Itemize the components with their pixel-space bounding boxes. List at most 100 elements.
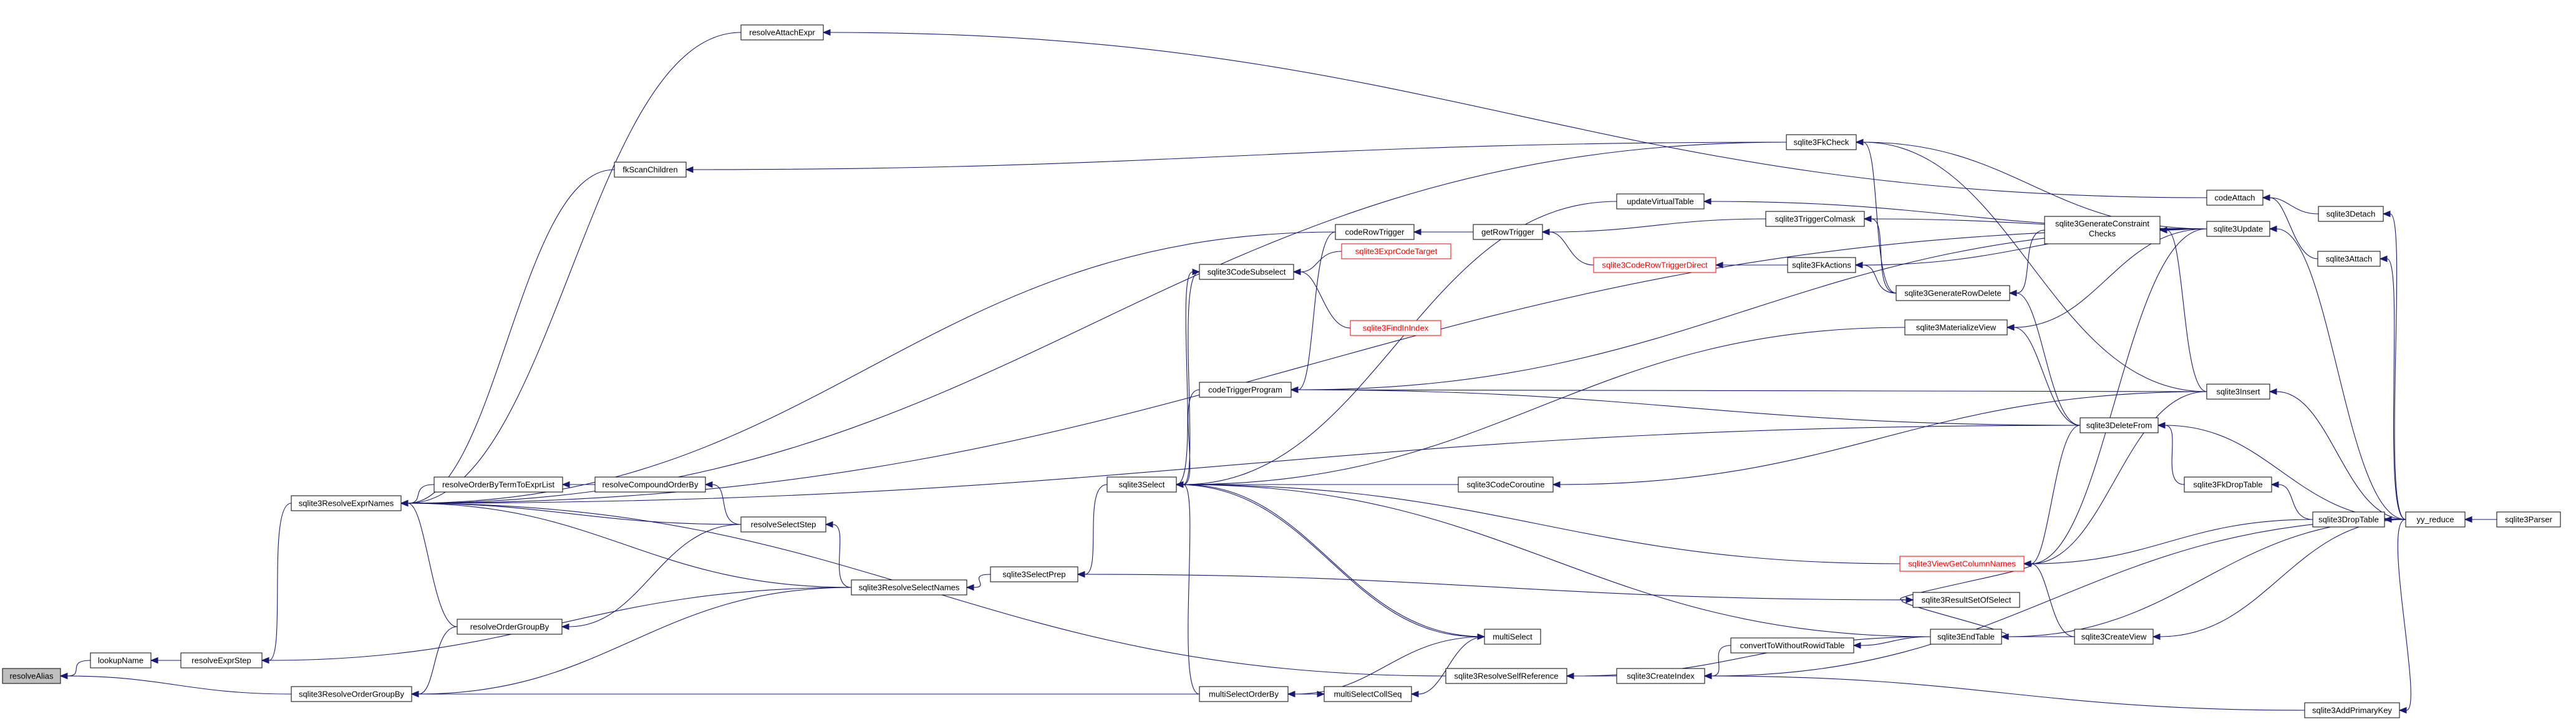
node-sqlite3DeleteFrom[interactable]: sqlite3DeleteFrom [2080,417,2159,433]
node-label: multiSelectCollSeq [1334,690,1402,699]
node-sqlite3CreateIndex[interactable]: sqlite3CreateIndex [1616,668,1705,684]
node-label: sqlite3CreateIndex [1627,672,1695,681]
node-convertToWithoutRowidTable[interactable]: convertToWithoutRowidTable [1730,637,1854,654]
node-multiSelectCollSeq[interactable]: multiSelectCollSeq [1324,686,1412,702]
node-label: resolveOrderGroupBy [470,622,550,632]
node-sqlite3CodeSubselect[interactable]: sqlite3CodeSubselect [1199,264,1294,280]
node-updateVirtualTable[interactable]: updateVirtualTable [1616,193,1705,210]
edge-multiSelectOrderBy-to-multiSelectCollSeq [1288,690,1325,698]
node-box [1904,319,2008,335]
node-getRowTrigger[interactable]: getRowTrigger [1473,224,1543,240]
node-lookupName[interactable]: lookupName [90,652,152,668]
node-label: lookupName [98,656,143,665]
node-sqlite3FkActions[interactable]: sqlite3FkActions [1787,257,1856,273]
node-resolveAlias[interactable]: resolveAlias [2,668,61,684]
edge-sqlite3Attach-to-codeAttach [2262,194,2318,259]
edge-resolveOrderGroupBy-to-sqlite3ResolveExprNames [400,500,458,627]
node-resolveCompoundOrderBy[interactable]: resolveCompoundOrderBy [594,476,706,493]
node-sqlite3EndTable[interactable]: sqlite3EndTable [1930,629,2002,645]
node-resolveOrderGroupBy[interactable]: resolveOrderGroupBy [457,619,563,635]
node-yy_reduce[interactable]: yy_reduce [2405,511,2466,528]
edge-yy_reduce-to-sqlite3CreateView [2152,519,2406,640]
node-box [2044,216,2161,244]
node-sqlite3Parser[interactable]: sqlite3Parser [2496,511,2561,528]
node-box [1445,668,1567,684]
node-sqlite3FkCheck[interactable]: sqlite3FkCheck [1786,134,1857,150]
node-box [1896,285,2010,301]
edge-sqlite3EndTable-to-convertToWithoutRowidTable [1852,636,1931,649]
edge-multiSelect-to-multiSelectCollSeq [1410,636,1485,698]
edge-sqlite3FkActions-to-sqlite3CodeRowTriggerDirect [1715,261,1788,269]
node-label: sqlite3ResolveSelfReference [1455,672,1559,681]
edge-sqlite3AddPrimaryKey-to-sqlite3CreateIndex [1703,672,2305,711]
edge-sqlite3DeleteFrom-to-codeTriggerProgram [1290,386,2081,426]
node-codeRowTrigger[interactable]: codeRowTrigger [1335,224,1415,240]
node-label: sqlite3FkCheck [1794,138,1849,147]
node-box [1473,224,1543,240]
node-box [1106,476,1177,493]
node-label: sqlite3ResolveSelectNames [859,583,960,592]
node-multiSelect[interactable]: multiSelect [1484,629,1541,645]
node-box [291,495,402,511]
node-sqlite3FindInIndex[interactable]: sqlite3FindInIndex [1350,320,1441,336]
node-sqlite3SelectPrep[interactable]: sqlite3SelectPrep [990,566,1078,582]
node-fkScanChildren[interactable]: fkScanChildren [614,162,687,178]
edge-sqlite3FkCheck-to-sqlite3ResolveExprNames [400,142,1787,507]
node-label: fkScanChildren [622,165,677,175]
node-label: resolveAlias [9,672,54,681]
node-label: sqlite3FkDropTable [2193,480,2262,490]
node-sqlite3CodeRowTriggerDirect[interactable]: sqlite3CodeRowTriggerDirect [1593,257,1717,273]
node-sqlite3CreateView[interactable]: sqlite3CreateView [2074,629,2154,645]
node-label: sqlite3FkActions [1792,261,1851,270]
edge-sqlite3Update-to-sqlite3MaterializeView [2006,228,2207,331]
node-label: sqlite3ResolveExprNames [299,499,394,508]
edge-sqlite3MaterializeView-to-sqlite3Select [1175,327,1905,488]
node-sqlite3ResolveOrderGroupBy[interactable]: sqlite3ResolveOrderGroupBy [291,686,412,702]
node-sqlite3DropTable[interactable]: sqlite3DropTable [2312,511,2385,528]
node-codeAttach[interactable]: codeAttach [2206,190,2264,206]
node-sqlite3Detach[interactable]: sqlite3Detach [2318,206,2384,222]
node-box [2,668,61,684]
node-sqlite3AddPrimaryKey[interactable]: sqlite3AddPrimaryKey [2304,702,2400,718]
edge-sqlite3ResolveSelectNames-to-resolveSelectStep [825,521,852,588]
node-resolveAttachExpr[interactable]: resolveAttachExpr [740,24,824,41]
node-resolveOrderByTermToExprList[interactable]: resolveOrderByTermToExprList [433,476,563,493]
node-sqlite3GenerateRowDelete[interactable]: sqlite3GenerateRowDelete [1896,285,2010,301]
node-sqlite3MaterializeView[interactable]: sqlite3MaterializeView [1904,319,2008,335]
edge-resolveCompoundOrderBy-to-resolveOrderByTermToExprList [561,481,595,488]
edge-sqlite3GenerateRowDelete-to-sqlite3FkActions [1854,261,1897,294]
node-label: convertToWithoutRowidTable [1740,641,1845,650]
node-sqlite3ResultSetOfSelect[interactable]: sqlite3ResultSetOfSelect [1912,592,2020,608]
node-resolveExprStep[interactable]: resolveExprStep [180,652,263,668]
edge-yy_reduce-to-sqlite3EndTable [2000,519,2406,640]
node-sqlite3ResolveSelectNames[interactable]: sqlite3ResolveSelectNames [851,579,967,596]
node-sqlite3CodeCoroutine[interactable]: sqlite3CodeCoroutine [1458,476,1554,493]
node-multiSelectOrderBy[interactable]: multiSelectOrderBy [1199,686,1289,702]
edge-sqlite3GenerateRowDelete-to-sqlite3TriggerColmask [1863,215,1897,294]
node-sqlite3Update[interactable]: sqlite3Update [2206,221,2270,237]
node-sqlite3ExprCodeTarget[interactable]: sqlite3ExprCodeTarget [1341,243,1451,259]
node-box [1616,193,1705,210]
node-label: resolveExprStep [191,656,251,665]
node-box [1787,257,1856,273]
node-box [2405,511,2466,528]
edge-sqlite3Insert-to-sqlite3GenerateConstraintChecks [2159,226,2207,392]
node-sqlite3ViewGetColumnNames[interactable]: sqlite3ViewGetColumnNames [1899,556,2025,572]
node-label: sqlite3GenerateRowDelete [1904,289,2001,298]
node-sqlite3Select[interactable]: sqlite3Select [1106,476,1177,493]
node-sqlite3ResolveSelfReference[interactable]: sqlite3ResolveSelfReference [1445,668,1567,684]
node-box [1199,382,1292,398]
node-label: multiSelect [1493,632,1533,642]
node-box [90,652,152,668]
node-sqlite3Insert[interactable]: sqlite3Insert [2206,384,2270,400]
node-sqlite3Attach[interactable]: sqlite3Attach [2317,251,2381,267]
node-sqlite3ResolveExprNames[interactable]: sqlite3ResolveExprNames [291,495,402,511]
node-sqlite3FkDropTable[interactable]: sqlite3FkDropTable [2184,476,2272,493]
node-resolveSelectStep[interactable]: resolveSelectStep [740,516,826,533]
node-codeTriggerProgram[interactable]: codeTriggerProgram [1199,382,1292,398]
edge-sqlite3FkDropTable-to-sqlite3DeleteFrom [2157,422,2185,485]
node-sqlite3TriggerColmask[interactable]: sqlite3TriggerColmask [1765,211,1865,227]
node-box [2206,221,2270,237]
